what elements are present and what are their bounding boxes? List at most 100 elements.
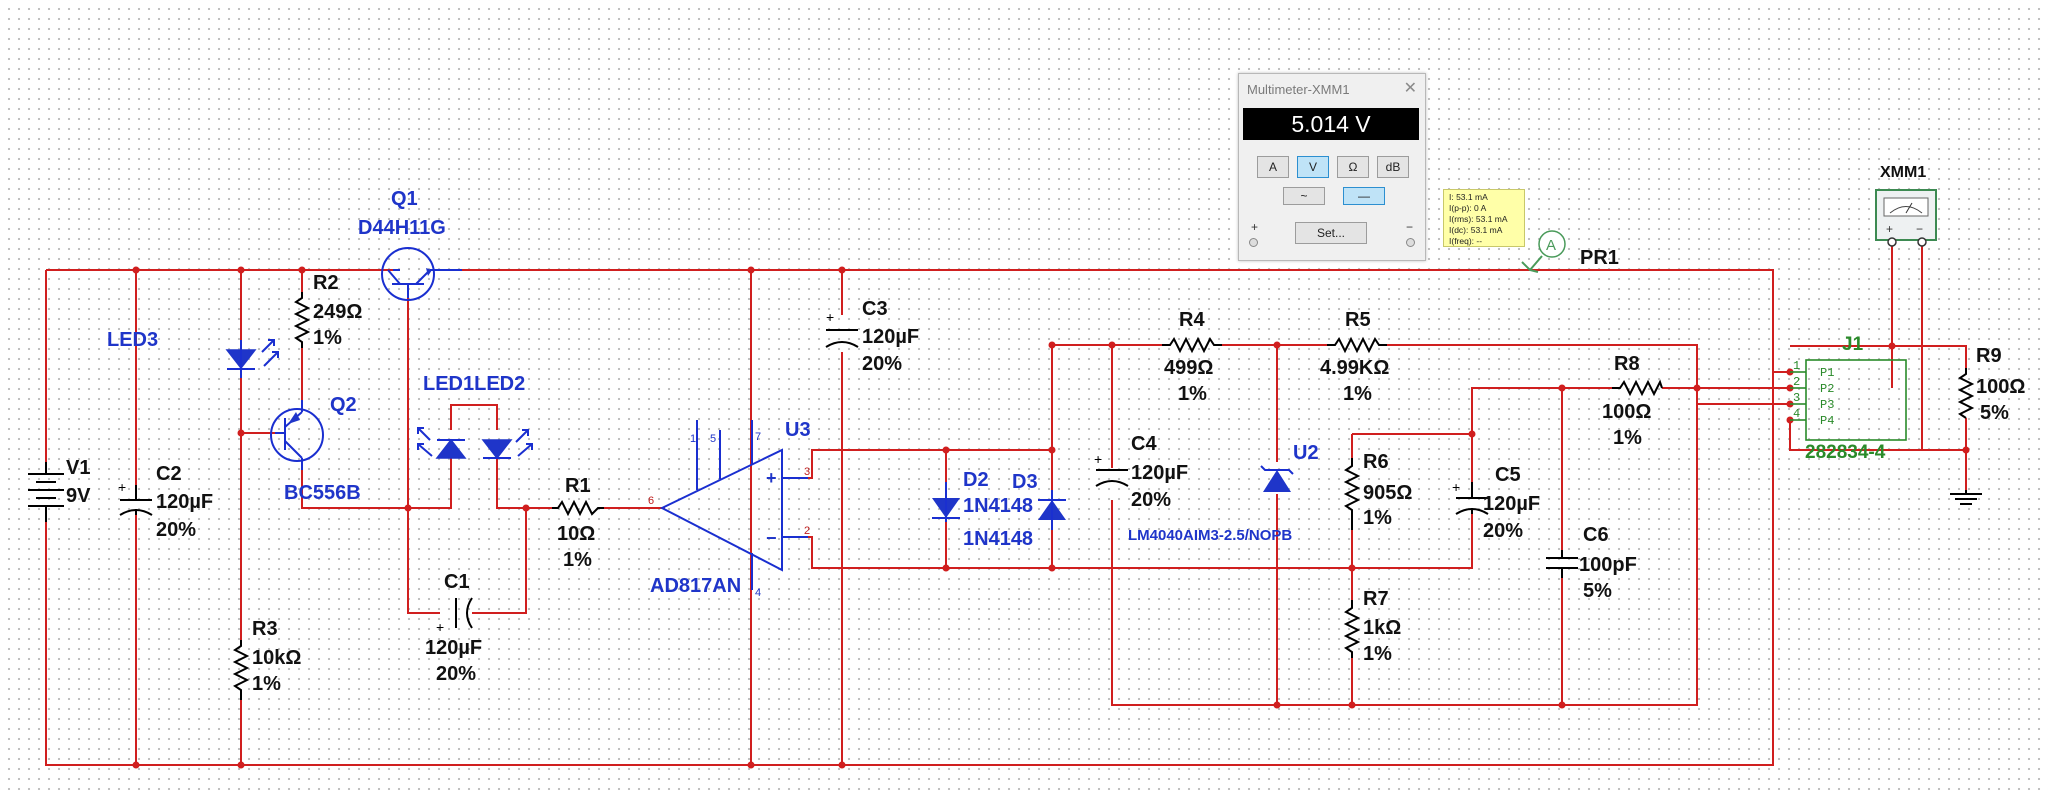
j1-connector-symbol[interactable]: P1 P2 P3 P4 1 2 3 4 [1790,359,1907,441]
r5-value: 4.99KΩ [1320,357,1389,379]
q1-transistor-symbol[interactable] [381,247,462,301]
led2-symbol[interactable] [481,429,533,460]
c3-tol: 20% [862,353,902,375]
c1-value: 120µF [425,637,482,659]
ground-icon [1950,490,1982,505]
wire[interactable] [1471,387,1612,434]
svg-text:1: 1 [1793,359,1800,373]
j1-part: 282834-4 [1805,442,1886,463]
r3-resistor-symbol[interactable] [232,640,250,700]
c3-ref: C3 [862,298,888,320]
q2-transistor-symbol[interactable] [270,400,324,470]
d2-diode-symbol[interactable] [932,482,960,522]
r1-resistor-symbol[interactable] [552,499,604,517]
r5-tol: 1% [1343,383,1372,405]
wire[interactable] [1789,420,1966,451]
ac-mode-button[interactable]: ~ [1283,187,1325,205]
c5-tol: 20% [1483,520,1523,542]
r7-resistor-symbol[interactable] [1343,600,1361,658]
u3-opamp-symbol[interactable]: + − 3 2 6 7 4 5 1 [648,420,810,599]
svg-text:+: + [118,479,126,495]
wire[interactable] [472,508,527,614]
r2-tol: 1% [313,327,342,349]
dc-mode-button[interactable]: — [1343,187,1385,205]
r9-resistor-symbol[interactable] [1957,368,1975,419]
plus-terminal-label: + [1251,220,1259,234]
led1-symbol[interactable] [417,427,467,459]
probe-line: I: 53.1 mA [1449,192,1488,202]
svg-text:4: 4 [1793,407,1800,421]
led3-symbol[interactable] [225,339,279,378]
c2-value: 120µF [156,491,213,513]
svg-text:1: 1 [690,433,696,445]
r5-ref: R5 [1345,309,1371,331]
probe-line: I(rms): 53.1 mA [1449,214,1508,224]
svg-text:5: 5 [710,433,716,445]
settings-button[interactable]: Set... [1295,222,1367,244]
close-icon[interactable]: ✕ [1403,80,1417,97]
c5-value: 120µF [1483,493,1540,515]
multimeter-display: 5.014 V [1243,108,1419,140]
svg-text:4: 4 [755,587,761,599]
q2-ref: Q2 [330,394,357,416]
q1-ref: Q1 [391,188,418,210]
wire[interactable] [301,470,408,509]
wire[interactable] [45,269,1774,766]
r8-resistor-symbol[interactable] [1612,379,1663,397]
r3-value: 10kΩ [252,647,301,669]
r7-ref: R7 [1363,588,1389,610]
c1-ref: C1 [444,571,470,593]
wire[interactable] [407,298,440,614]
r6-resistor-symbol[interactable] [1343,458,1361,530]
d3-diode-symbol[interactable] [1038,490,1066,530]
r2-ref: R2 [313,272,339,294]
d3-ref: D3 [1012,471,1038,493]
minus-terminal[interactable] [1406,238,1415,247]
r6-tol: 1% [1363,507,1392,529]
c4-capacitor-symbol[interactable]: + [1094,451,1129,487]
r1-tol: 1% [563,549,592,571]
r4-resistor-symbol[interactable] [1162,336,1222,354]
svg-text:2: 2 [1793,375,1800,389]
plus-terminal[interactable] [1249,238,1258,247]
c5-capacitor-symbol[interactable]: + [1452,479,1489,515]
wire[interactable] [450,404,498,430]
c2-tol: 20% [156,519,196,541]
r4-ref: R4 [1179,309,1205,331]
q2-part: BC556B [284,482,361,504]
voltmeter-button[interactable]: V [1297,156,1329,178]
r3-ref: R3 [252,618,278,640]
wire[interactable] [496,458,552,509]
c3-capacitor-symbol[interactable]: + [825,309,859,348]
c2-capacitor-symbol[interactable]: + [118,479,153,516]
q1-part: D44H11G [358,217,446,239]
multimeter-window[interactable]: Multimeter-XMM1 ✕ 5.014 V A V Ω dB ~ — S… [1238,73,1426,261]
u2-ref: U2 [1293,442,1319,464]
probe-line: I(p-p): 0 A [1449,203,1487,213]
decibel-button[interactable]: dB [1377,156,1409,178]
j1-ref: J1 [1842,334,1864,355]
xmm1-multimeter-icon[interactable]: + − [1875,189,1937,247]
r7-value: 1kΩ [1363,617,1401,639]
r5-resistor-symbol[interactable] [1327,336,1387,354]
u2-reference-diode-symbol[interactable] [1260,465,1294,492]
r7-tol: 1% [1363,643,1392,665]
r6-ref: R6 [1363,451,1389,473]
v1-battery-symbol[interactable] [28,462,64,522]
wire[interactable] [1790,345,1967,368]
svg-text:P2: P2 [1820,382,1834,396]
ohmmeter-button[interactable]: Ω [1337,156,1369,178]
c3-value: 120µF [862,326,919,348]
c1-capacitor-symbol[interactable]: + [436,597,473,635]
svg-text:7: 7 [755,431,761,443]
r6-value: 905Ω [1363,482,1412,504]
wire[interactable] [408,458,452,509]
v1-value: 9V [66,485,91,507]
svg-text:+: + [766,468,777,488]
ammeter-button[interactable]: A [1257,156,1289,178]
probe-pr1-icon[interactable]: A [1521,230,1566,273]
led1led2-ref: LED1LED2 [423,373,525,395]
r2-resistor-symbol[interactable] [293,292,311,348]
c6-capacitor-symbol[interactable] [1546,550,1578,578]
